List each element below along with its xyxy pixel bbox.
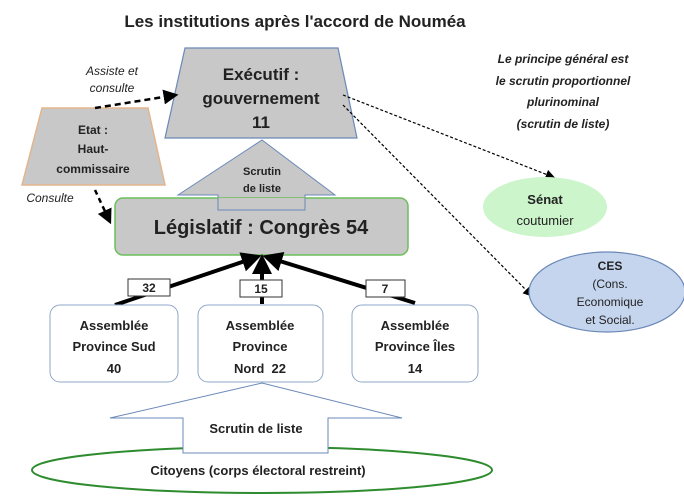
legislative-label: Législatif : Congrès 54 [154,217,369,239]
ces-arrow [342,104,533,297]
citoyens-label: Citoyens (corps électoral restreint) [150,463,365,478]
sud-arrow [114,252,262,307]
consulte-label: Consulte [26,191,74,205]
province-line: Province Sud [72,339,155,354]
province-line: Assemblée [80,318,149,333]
province-line: Assemblée [226,318,295,333]
etat-line: Etat : [78,123,108,137]
senat-label: Sénat [527,192,563,207]
diagram-title: Les institutions après l'accord de Noumé… [124,12,466,31]
seats-sud: 32 [142,281,156,295]
etat-node: Etat : Haut- commissaire [21,107,166,186]
ces-label: CES [598,259,623,273]
assiste-label: Assiste et [85,64,139,78]
executive-line: gouvernement [202,89,319,108]
principle-line: plurinominal [526,95,600,109]
senat-arrow [342,94,556,179]
seats-iles: 7 [382,282,389,296]
executive-count: 11 [252,113,270,132]
province-nord: Assemblée Province Nord 22 [197,304,324,383]
province-line: Province Îles [375,339,455,354]
senat-node [483,177,607,237]
province-line: Assemblée [381,318,450,333]
principle-line: Le principe général est [498,52,630,66]
principle-line: le scrutin proportionnel [496,74,631,88]
ces-node [528,251,684,333]
scrutin-bottom-arrow [109,382,403,454]
etat-line: Haut- [78,142,109,156]
ces-label: et Social. [585,313,634,327]
senat-label: coutumier [516,213,574,228]
ces-label: (Cons. [592,277,627,291]
scrutin-top-label: Scrutin [243,166,281,178]
province-line: Province [233,339,288,354]
consulte-arrow [93,189,112,225]
principle-note: Le principe général est le scrutin propo… [496,52,631,131]
assiste-arrow [94,89,179,110]
seats-nord: 15 [254,282,268,296]
ces-label: Economique [577,295,644,309]
province-line: 14 [408,361,423,376]
province-line: Nord 22 [234,361,286,376]
province-sud: Assemblée Province Sud 40 [49,304,179,383]
scrutin-top-label: de liste [243,183,281,195]
scrutin-bottom-label: Scrutin de liste [209,421,302,436]
assiste-label: consulte [90,81,135,95]
executive-node: Exécutif : gouvernement 11 [164,47,358,139]
executive-line: Exécutif : [223,65,300,84]
etat-line: commissaire [56,162,130,176]
province-line: 40 [107,361,121,376]
province-iles: Assemblée Province Îles 14 [351,304,479,383]
principle-line: (scrutin de liste) [517,117,610,131]
